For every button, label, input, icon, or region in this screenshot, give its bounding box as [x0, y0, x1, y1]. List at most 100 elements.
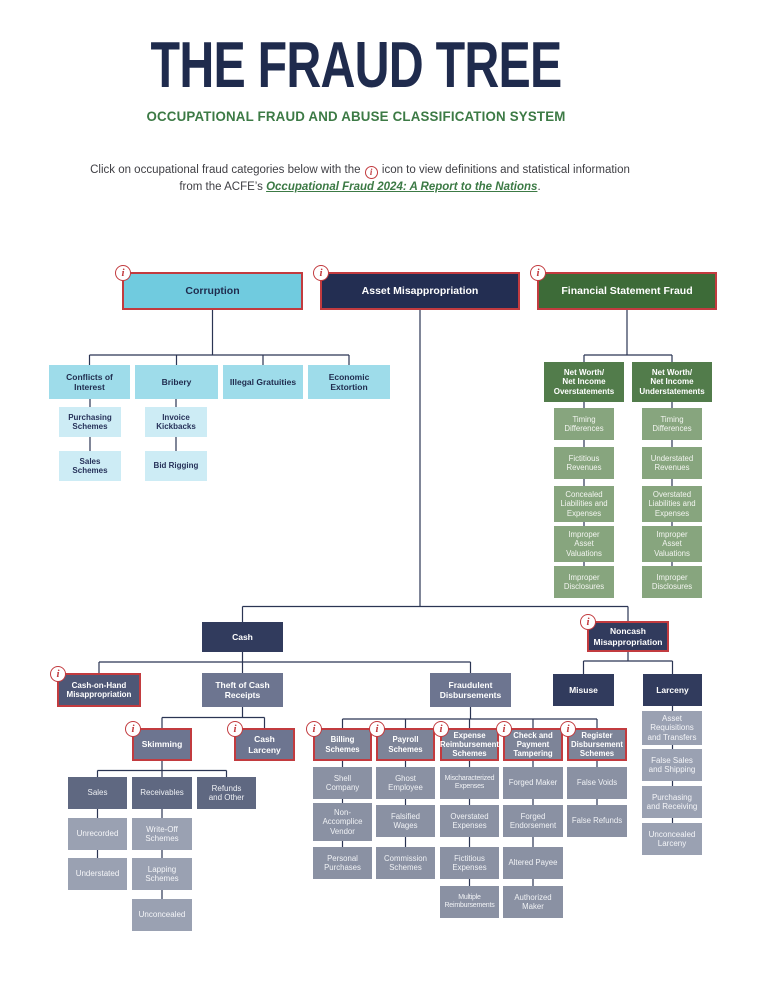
node-label: Unconcealed	[138, 910, 186, 920]
node-bribery: Bribery	[135, 365, 218, 399]
node-improper-disclosures-under: Improper Disclosures	[642, 566, 702, 598]
info-icon[interactable]: i	[306, 721, 322, 737]
node-larceny: Larceny	[643, 674, 702, 706]
node-label: Fictitious Revenues	[566, 453, 602, 472]
node-label: Refunds and Other	[208, 783, 245, 802]
info-icon[interactable]: i	[115, 265, 131, 281]
node-label: Improper Asset Valuations	[654, 530, 690, 558]
node-label: Forged Endorsement	[509, 811, 557, 830]
node-label: Improper Disclosures	[563, 572, 605, 591]
node-label: Check and Payment Tampering	[513, 730, 553, 759]
node-label: Register Disbursement Schemes	[571, 730, 623, 759]
node-unconcealed: Unconcealed	[132, 899, 192, 931]
node-label: Invoice Kickbacks	[156, 412, 196, 431]
node-label: Expense Reimbursement Schemes	[440, 730, 499, 759]
node-label: Forged Maker	[508, 778, 558, 788]
info-icon[interactable]: i	[580, 614, 596, 630]
node-understated: Understated	[68, 858, 127, 890]
instruction-before: Click on occupational fraud categories b…	[90, 164, 364, 176]
info-icon[interactable]: i	[313, 265, 329, 281]
node-multiple-reimbursements: Multiple Reimbursements	[440, 886, 499, 918]
node-label: Sales Schemes	[72, 456, 108, 475]
node-label: Misuse	[569, 684, 598, 695]
node-label: Noncash Misappropriation	[593, 626, 663, 647]
info-icon[interactable]: i	[125, 721, 141, 737]
node-bid-rigging: Bid Rigging	[145, 451, 207, 481]
node-label: Authorized Maker	[514, 892, 552, 911]
node-falsified-wages: Falsified Wages	[376, 805, 435, 837]
node-label: Shell Company	[325, 773, 360, 792]
node-label: Timing Differences	[652, 414, 692, 433]
node-label: Fictitious Expenses	[452, 853, 487, 872]
node-label: Understated	[75, 869, 120, 879]
info-icon[interactable]: i	[530, 265, 546, 281]
node-label: Understated Revenues	[650, 453, 694, 472]
node-label: Falsified Wages	[390, 811, 421, 830]
node-label: Commission Schemes	[384, 853, 427, 872]
node-label: Overstated Expenses	[450, 811, 489, 830]
info-icon[interactable]: i	[227, 721, 243, 737]
node-improper-asset-valuations-over: Improper Asset Valuations	[554, 526, 614, 562]
node-label: False Voids	[576, 778, 618, 788]
node-false-sales-shipping: False Sales and Shipping	[642, 749, 702, 781]
info-icon[interactable]: i	[433, 721, 449, 737]
node-fictitious-revenues: Fictitious Revenues	[554, 447, 614, 479]
node-label: Financial Statement Fraud	[561, 284, 693, 297]
info-icon[interactable]: i	[496, 721, 512, 737]
node-label: Asset Requisitions and Transfers	[647, 713, 697, 742]
node-false-refunds: False Refunds	[567, 805, 627, 837]
node-personal-purchases: Personal Purchases	[313, 847, 372, 879]
node-timing-differences-over: Timing Differences	[554, 408, 614, 440]
node-improper-disclosures-over: Improper Disclosures	[554, 566, 614, 598]
node-authorized-maker: Authorized Maker	[503, 886, 563, 918]
node-net-worth-understatements: Net Worth/ Net Income Understatements	[632, 362, 712, 402]
node-label: Purchasing Schemes	[68, 412, 112, 431]
node-refunds-and-other: Refunds and Other	[197, 777, 256, 809]
info-icon[interactable]: i	[50, 666, 66, 682]
node-label: Bid Rigging	[153, 461, 199, 471]
node-label: Ghost Employee	[388, 773, 423, 792]
node-asset-requisitions: Asset Requisitions and Transfers	[642, 711, 702, 745]
node-sales-schemes: Sales Schemes	[59, 451, 121, 481]
info-icon[interactable]: i	[560, 721, 576, 737]
node-label: Unconcealed Larceny	[648, 829, 696, 848]
node-purchasing-schemes: Purchasing Schemes	[59, 407, 121, 437]
node-misuse: Misuse	[553, 674, 614, 706]
node-label: Overstated Liabilities and Expenses	[648, 490, 696, 518]
node-net-worth-overstatements: Net Worth/ Net Income Overstatements	[544, 362, 624, 402]
node-label: Cash Larceny	[248, 734, 281, 755]
node-label: Sales	[87, 788, 108, 798]
node-label: Cash	[232, 631, 253, 642]
node-understated-revenues: Understated Revenues	[642, 447, 702, 479]
node-label: False Refunds	[571, 816, 623, 826]
node-write-off-schemes: Write-Off Schemes	[132, 818, 192, 850]
node-invoice-kickbacks: Invoice Kickbacks	[145, 407, 207, 437]
node-label: Net Worth/ Net Income Overstatements	[553, 367, 615, 396]
info-icon[interactable]: i	[369, 721, 385, 737]
node-conflicts-of-interest: Conflicts of Interest	[49, 365, 130, 399]
instruction-period: .	[537, 180, 541, 193]
node-label: Altered Payee	[508, 858, 558, 868]
node-label: False Sales and Shipping	[648, 755, 696, 774]
node-purchasing-receiving: Purchasing and Receiving	[642, 786, 702, 818]
node-label: Non- Accomplice Vendor	[322, 808, 363, 836]
node-illegal-gratuities: Illegal Gratuities	[223, 365, 303, 399]
report-link[interactable]: Occupational Fraud 2024: A Report to the…	[266, 180, 538, 193]
node-label: Payroll Schemes	[388, 735, 423, 754]
node-label: Theft of Cash Receipts	[215, 679, 270, 700]
node-unrecorded: Unrecorded	[68, 818, 127, 850]
node-label: Concealed Liabilities and Expenses	[560, 490, 608, 518]
node-label: Illegal Gratuities	[229, 376, 297, 387]
